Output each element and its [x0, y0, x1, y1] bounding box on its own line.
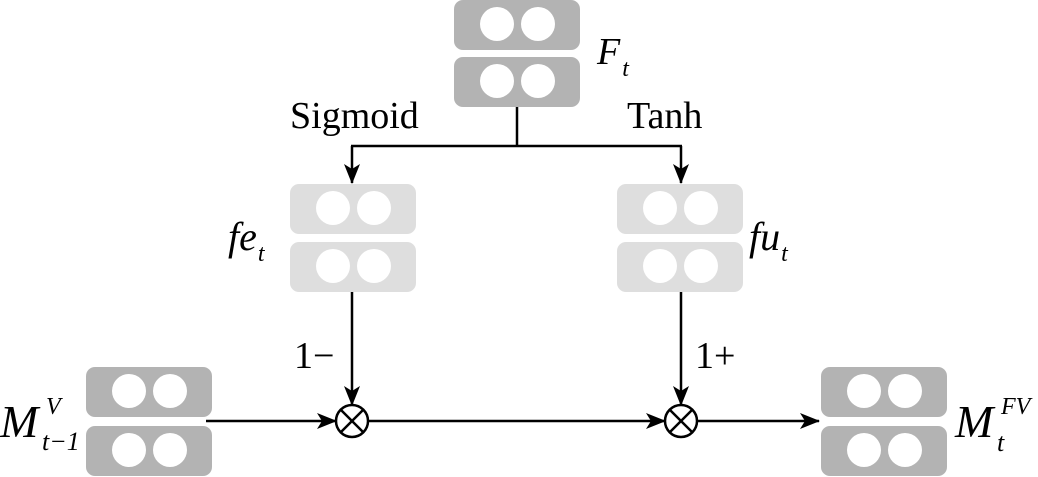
one-minus-label: 1−: [294, 335, 334, 377]
one-plus-label: 1+: [695, 335, 735, 377]
mout-block: [821, 367, 947, 476]
fet-label: fet: [228, 214, 266, 267]
ft-cell-top: [454, 0, 580, 50]
fet-block: [290, 184, 416, 292]
fut-cell-bottom: [617, 242, 743, 292]
mprev-sup: V: [46, 394, 63, 420]
multiply-operator-right: [663, 403, 699, 439]
mprev-cell-bottom: [86, 426, 212, 476]
ft-block: [454, 0, 580, 107]
fut-block: [617, 184, 743, 292]
fet-cell-bottom: [290, 242, 416, 292]
ft-cell-bottom: [454, 57, 580, 107]
mprev-sub: t−1: [42, 427, 80, 456]
mprev-block: [86, 367, 212, 476]
fut-cell-top: [617, 184, 743, 234]
mprev-cell-top: [86, 367, 212, 417]
fet-cell-top: [290, 184, 416, 234]
fut-label: fut: [749, 214, 789, 267]
tanh-label: Tanh: [627, 95, 702, 137]
mout-sub: t: [997, 428, 1005, 457]
mout-cell-top: [821, 367, 947, 417]
ft-label: Ft: [596, 31, 630, 82]
mprev-label: M: [0, 396, 41, 447]
mout-cell-bottom: [821, 426, 947, 476]
sigmoid-label: Sigmoid: [290, 95, 419, 137]
mout-sup: FV: [1000, 394, 1033, 420]
mout-label: M: [954, 396, 996, 447]
multiply-operator-left: [334, 403, 370, 439]
